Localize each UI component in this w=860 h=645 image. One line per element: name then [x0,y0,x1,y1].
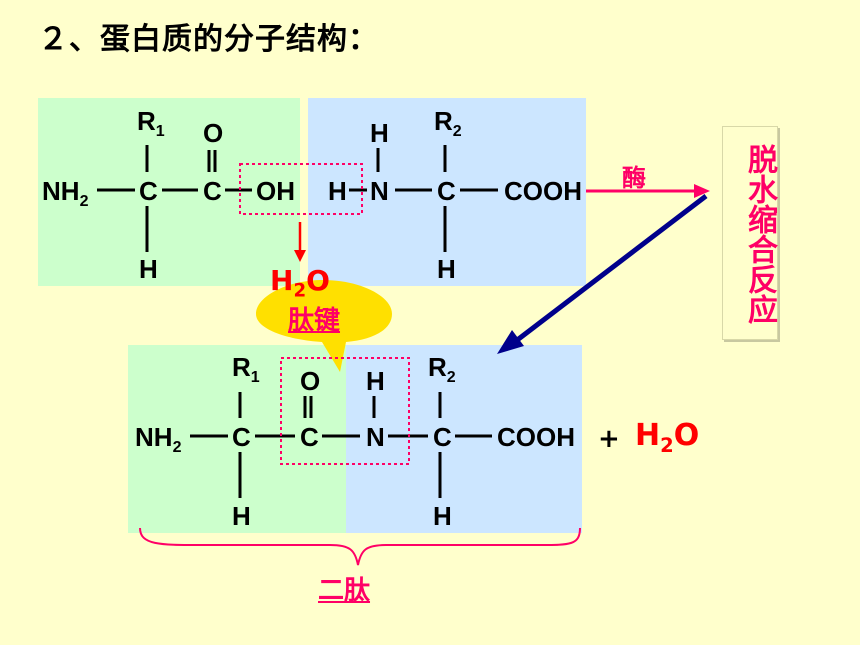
hydrogen-2-label: H [437,254,456,284]
amino-acid-1-box [38,98,300,286]
dipeptide-r2-label: R2 [428,352,456,386]
reaction-type-label: 脱水缩合反应 [722,126,778,340]
dipeptide-n-label: N [366,422,385,452]
hydrogen-label: H [139,254,158,284]
alpha-carbon-2-label: C [437,176,456,206]
dipeptide-c1-label: C [232,422,251,452]
water-product-label: H2O [635,418,700,457]
peptide-bond-bubble [256,280,392,372]
dipeptide-c2-label: C [300,422,319,452]
dipeptide-nh2-label: NH2 [135,422,182,456]
enzyme-arrowhead [694,184,710,198]
dipeptide-cooh-label: COOH [497,422,575,452]
r1-label: R1 [137,106,165,140]
amino-acid-2-box [308,98,586,286]
dipeptide-h2-label: H [433,501,452,531]
dipeptide-c3-label: C [433,422,452,452]
water-released-label: H2O [270,264,330,302]
peptide-bond-label: 肽键 [288,306,341,336]
dipeptide-r1-label: R1 [232,352,260,386]
dipeptide-h-top-label: H [366,366,385,396]
nh2-label: NH2 [42,176,89,210]
bonds-bottom [190,392,492,498]
dipeptide-brace [139,527,581,566]
dipeptide-right-box [346,345,582,533]
water-out-arrowhead [294,250,306,262]
dipeptide-h1-label: H [232,501,251,531]
amino-h-label: H [328,176,347,206]
amino-h-top-label: H [370,118,389,148]
enzyme-label: 酶 [622,164,646,192]
page-title: ２、蛋白质的分子结构： [38,22,379,57]
plus-sign: + [598,424,620,454]
alpha-carbon-label: C [139,176,158,206]
nitrogen-label: N [370,176,389,206]
carboxyl-carbon-label: C [203,176,222,206]
bonds-top-right [349,145,498,252]
r2-label: R2 [434,106,462,140]
dipeptide-left-box [128,345,348,533]
water-removal-box [239,163,363,215]
oxygen-label: O [203,118,223,148]
dipeptide-o-label: O [300,366,320,396]
product-arrowhead [497,330,524,354]
peptide-bond-box [280,357,410,465]
cooh-label: COOH [504,176,582,206]
bonds-top-left [97,145,252,252]
product-arrow [510,194,708,346]
hydroxyl-label: OH [256,176,295,206]
dipeptide-label: 二肽 [318,576,371,606]
